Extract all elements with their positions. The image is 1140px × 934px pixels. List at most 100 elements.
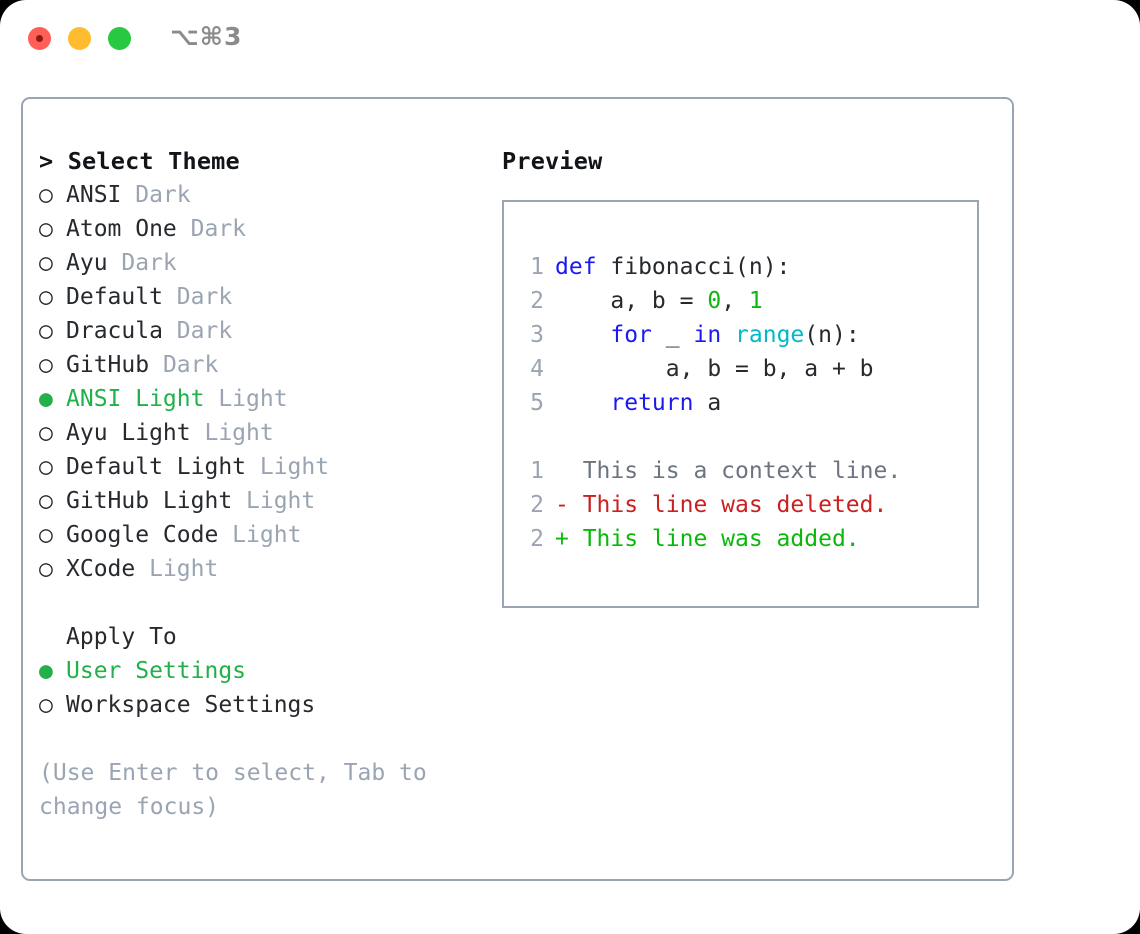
theme-list-item[interactable]: ●ANSI Light Light [39, 382, 479, 416]
theme-list-column: > Select Theme ○ANSI Dark○Atom One Dark○… [39, 144, 479, 824]
maximize-window-button[interactable] [108, 27, 131, 50]
code-line: 2 a, b = 0, 1 [520, 284, 969, 318]
radio-unselected-icon: ○ [39, 352, 53, 378]
code-token: fibonacci(n): [596, 254, 791, 280]
apply-to-option[interactable]: ○ Workspace Settings [39, 688, 479, 722]
preview-column: Preview 1 def fibonacci(n): 2 a, b = 0, 1 3… [502, 144, 992, 608]
theme-variant: Light [218, 522, 302, 548]
preview-header: Preview [502, 147, 603, 175]
theme-list-item[interactable]: ○ Ayu Light Light [39, 416, 479, 450]
theme-list-item[interactable]: ○ANSI Dark [39, 178, 479, 212]
theme-variant: Dark [162, 318, 233, 344]
diff-line: 1 This is a context line. [520, 454, 969, 488]
radio-unselected-icon: ○ [39, 420, 53, 446]
apply-to-title: Apply To [66, 624, 177, 650]
keyboard-shortcut-label: ⌥⌘3 [170, 22, 243, 51]
theme-list-item[interactable]: ○ GitHub Light Light [39, 484, 479, 518]
theme-name: Ayu Light [66, 420, 191, 446]
theme-name: Ayu [66, 250, 108, 276]
theme-list-item[interactable]: ○ XCode Light [39, 552, 479, 586]
line-number: 2 [530, 492, 544, 518]
theme-list[interactable]: ○ANSI Dark○Atom One Dark○Ayu Dark○Defaul… [39, 178, 479, 586]
keyboard-hint-text: (Use Enter to select, Tab to change focu… [39, 760, 427, 820]
code-token: def [555, 254, 597, 280]
theme-list-item[interactable]: ○ Dracula Dark [39, 314, 479, 348]
line-number: 5 [530, 390, 544, 416]
code-token: in [693, 322, 722, 348]
theme-variant: Light [246, 454, 330, 480]
theme-name: GitHub [66, 352, 150, 378]
apply-to-section: Apply To ● User Settings ○ Workspace Settin… [39, 620, 479, 722]
code-token: a [693, 390, 722, 416]
main-panel: > Select Theme ○ANSI Dark○Atom One Dark○… [21, 97, 1014, 881]
code-token [721, 322, 735, 348]
code-token: , [721, 288, 749, 314]
code-token [555, 322, 610, 348]
theme-name: Default Light [66, 454, 247, 480]
diff-text: This is a context line. [555, 458, 902, 484]
theme-variant: Light [204, 386, 288, 412]
radio-unselected-icon: ○ [39, 318, 53, 344]
theme-name: XCode [66, 556, 136, 582]
line-number: 2 [530, 526, 544, 552]
theme-list-item[interactable]: ○ Google Code Light [39, 518, 479, 552]
theme-variant: Light [190, 420, 274, 446]
line-number: 1 [530, 458, 544, 484]
code-line: 5 return a [520, 386, 969, 420]
code-token: (n): [804, 322, 860, 348]
code-token [555, 390, 610, 416]
theme-variant: Dark [121, 182, 191, 208]
minimize-window-button[interactable] [68, 27, 91, 50]
code-token: range [735, 322, 805, 348]
theme-variant: Dark [149, 352, 219, 378]
code-token: a, b = [555, 288, 708, 314]
theme-list-item[interactable]: ○ GitHub Dark [39, 348, 479, 382]
diff-line: 2 - This line was deleted. [520, 488, 969, 522]
diff-text: - This line was deleted. [555, 492, 888, 518]
theme-variant: Light [135, 556, 219, 582]
line-number: 4 [530, 356, 544, 382]
radio-selected-icon: ● [39, 658, 53, 684]
radio-unselected-icon: ○ [39, 692, 53, 718]
radio-unselected-icon: ○ [39, 250, 53, 276]
theme-variant: Dark [107, 250, 177, 276]
code-token: for [610, 322, 652, 348]
apply-to-option[interactable]: ● User Settings [39, 654, 479, 688]
apply-to-options[interactable]: ● User Settings ○ Workspace Settings [39, 654, 479, 722]
line-number: 2 [530, 288, 544, 314]
theme-name: ANSI Light [66, 386, 205, 412]
theme-name: Default [66, 284, 163, 310]
diff-line: 2 + This line was added. [520, 522, 969, 556]
theme-name: GitHub Light [66, 488, 233, 514]
title-bar: ⌥⌘3 [0, 0, 1140, 78]
code-token: a, b = b, a + b [555, 356, 874, 382]
theme-variant: Dark [162, 284, 233, 310]
code-token: 1 [748, 288, 763, 314]
close-icon [36, 35, 43, 42]
radio-unselected-icon: ○ [39, 284, 53, 310]
theme-variant: Light [232, 488, 316, 514]
radio-unselected-icon: ○ [39, 556, 53, 582]
theme-list-item[interactable]: ○ Ayu Dark [39, 246, 479, 280]
radio-unselected-icon: ○ [39, 522, 53, 548]
apply-to-label: Workspace Settings [66, 692, 316, 718]
code-token: return [610, 390, 694, 416]
theme-list-item[interactable]: ○Atom One Dark [39, 212, 479, 246]
theme-list-item[interactable]: ○ Default Dark [39, 280, 479, 314]
radio-unselected-icon: ○ [39, 182, 53, 208]
code-token: 0 [707, 288, 722, 314]
theme-name: Atom One [66, 216, 177, 242]
theme-list-item[interactable]: ○ Default Light Light [39, 450, 479, 484]
line-number: 1 [530, 254, 544, 280]
code-line: 1 def fibonacci(n): [520, 250, 969, 284]
theme-name: Google Code [66, 522, 219, 548]
theme-name: Dracula [66, 318, 163, 344]
apply-to-label: User Settings [66, 658, 247, 684]
radio-unselected-icon: ○ [39, 454, 53, 480]
code-line: 4 a, b = b, a + b [520, 352, 969, 386]
theme-variant: Dark [176, 216, 247, 242]
diff-text: + This line was added. [555, 526, 860, 552]
line-number: 3 [530, 322, 544, 348]
radio-unselected-icon: ○ [39, 488, 53, 514]
